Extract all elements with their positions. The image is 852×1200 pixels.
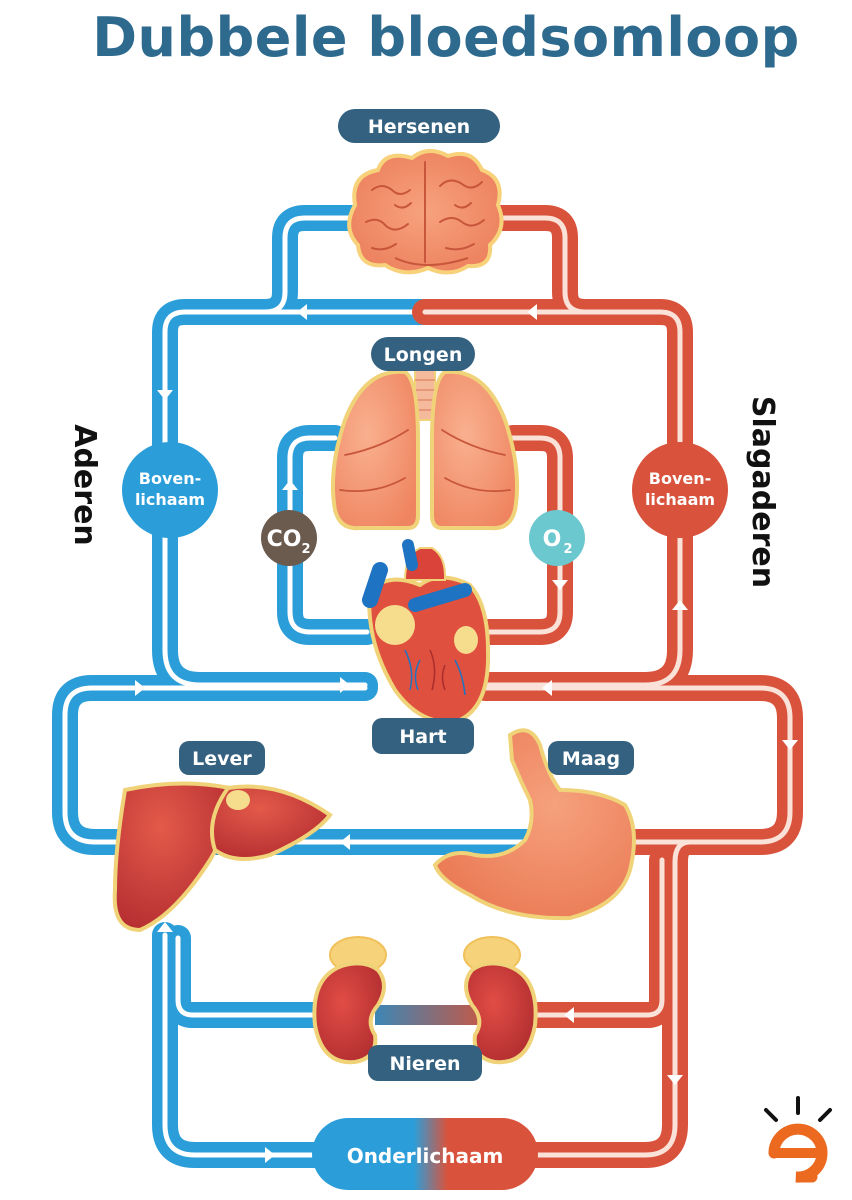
liver-illustration — [112, 781, 333, 933]
co2-badge: CO 2 — [261, 510, 317, 566]
brand-logo — [764, 1096, 832, 1183]
lungs-illustration — [330, 369, 520, 531]
upper-body-veins-line2: lichaam — [135, 490, 205, 509]
co2-main: CO — [267, 527, 302, 552]
o2-sub: 2 — [563, 542, 572, 557]
upper-body-arteries-line2: lichaam — [645, 490, 715, 509]
brain-illustration — [347, 149, 504, 275]
label-lungs: Longen — [371, 337, 475, 371]
upper-body-veins-node: Boven- lichaam — [122, 442, 218, 538]
label-heart: Hart — [372, 718, 474, 754]
o2-badge: O 2 — [529, 510, 585, 566]
label-liver: Lever — [179, 741, 265, 775]
label-lungs-text: Longen — [384, 344, 463, 366]
veins-side-label: Aderen — [67, 424, 102, 546]
label-kidneys: Nieren — [368, 1045, 482, 1081]
upper-body-veins-line1: Boven- — [139, 469, 202, 488]
label-lower-body-text: Onderlichaam — [347, 1144, 504, 1168]
stomach-illustration — [432, 728, 636, 921]
o2-main: O — [543, 527, 562, 552]
label-stomach-text: Maag — [562, 748, 620, 770]
flow-arrows — [135, 304, 798, 1163]
arteries-side-label: Slagaderen — [745, 396, 780, 588]
label-heart-text: Hart — [399, 726, 446, 748]
label-brain: Hersenen — [338, 109, 500, 143]
label-brain-text: Hersenen — [368, 116, 470, 138]
upper-body-arteries-line1: Boven- — [649, 469, 712, 488]
heart-illustration — [362, 539, 491, 725]
page-title: Dubbele bloedsomloop — [92, 6, 800, 69]
label-liver-text: Lever — [192, 748, 252, 770]
label-kidneys-text: Nieren — [389, 1053, 460, 1075]
upper-body-arteries-node: Boven- lichaam — [632, 442, 728, 538]
label-lower-body: Onderlichaam — [312, 1118, 538, 1190]
label-stomach: Maag — [548, 741, 634, 775]
kidneys-illustration — [312, 936, 538, 1065]
co2-sub: 2 — [301, 542, 310, 557]
